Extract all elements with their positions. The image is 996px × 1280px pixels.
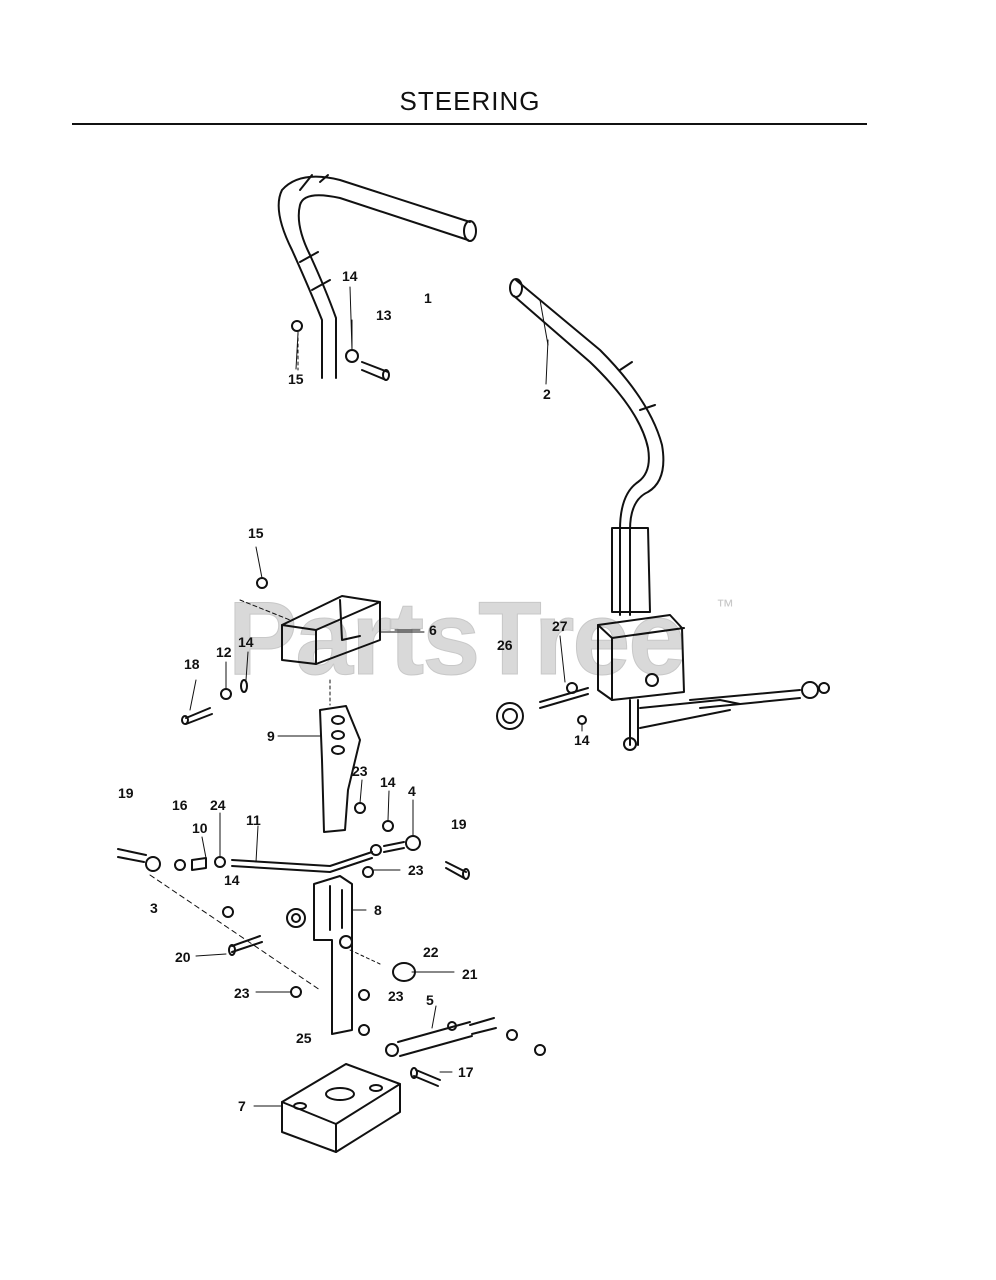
callout-14: 14 [238, 634, 254, 650]
damper-part[interactable] [385, 1017, 546, 1087]
lower-arm-part[interactable] [149, 866, 374, 1036]
cap-part[interactable] [349, 949, 416, 982]
title-rule [72, 123, 867, 125]
callout-23: 23 [352, 763, 368, 779]
callout-7: 7 [238, 1098, 246, 1114]
callout-12: 12 [216, 644, 232, 660]
watermark: PartsTree [227, 581, 686, 698]
callout-26: 26 [497, 637, 513, 653]
callout-2: 2 [543, 386, 551, 402]
callout-15: 15 [248, 525, 264, 541]
callout-5: 5 [426, 992, 434, 1008]
callout-25: 25 [296, 1030, 312, 1046]
handle-bolt-hardware[interactable] [291, 319, 390, 381]
callout-23: 23 [408, 862, 424, 878]
callout-23: 23 [388, 988, 404, 1004]
callout-20: 20 [175, 949, 191, 965]
callout-14: 14 [380, 774, 396, 790]
callout-17: 17 [458, 1064, 474, 1080]
callout-27: 27 [552, 618, 568, 634]
callout-24: 24 [210, 797, 226, 813]
callout-8: 8 [374, 902, 382, 918]
callout-1: 1 [424, 290, 432, 306]
callout-19: 19 [451, 816, 467, 832]
page-title: STEERING [399, 86, 541, 116]
callout-14: 14 [574, 732, 590, 748]
callout-leaders [189, 286, 583, 1107]
trademark-mark: ™ [716, 596, 734, 616]
right-handle-part[interactable] [509, 278, 665, 616]
linkage-rod-assembly[interactable] [117, 802, 470, 880]
callout-6: 6 [429, 622, 437, 638]
control-arm-part[interactable] [277, 679, 361, 833]
callout-13: 13 [376, 307, 392, 323]
callout-14: 14 [224, 872, 240, 888]
callout-22: 22 [423, 944, 439, 960]
left-handle-part[interactable] [277, 174, 477, 379]
callout-14: 14 [342, 268, 358, 284]
callout-23: 23 [234, 985, 250, 1001]
base-plate-part[interactable] [281, 1063, 401, 1153]
callout-4: 4 [408, 783, 416, 799]
callout-15: 15 [288, 371, 304, 387]
callout-19: 19 [118, 785, 134, 801]
callout-18: 18 [184, 656, 200, 672]
callout-11: 11 [246, 812, 261, 828]
callout-21: 21 [462, 966, 478, 982]
callout-9: 9 [267, 728, 275, 744]
bracket-bolt-hardware[interactable] [181, 679, 248, 725]
callout-16: 16 [172, 797, 188, 813]
right-pivot-assembly[interactable] [496, 527, 830, 751]
left-pivot-bracket[interactable] [239, 577, 421, 665]
callout-3: 3 [150, 900, 158, 916]
callout-10: 10 [192, 820, 208, 836]
